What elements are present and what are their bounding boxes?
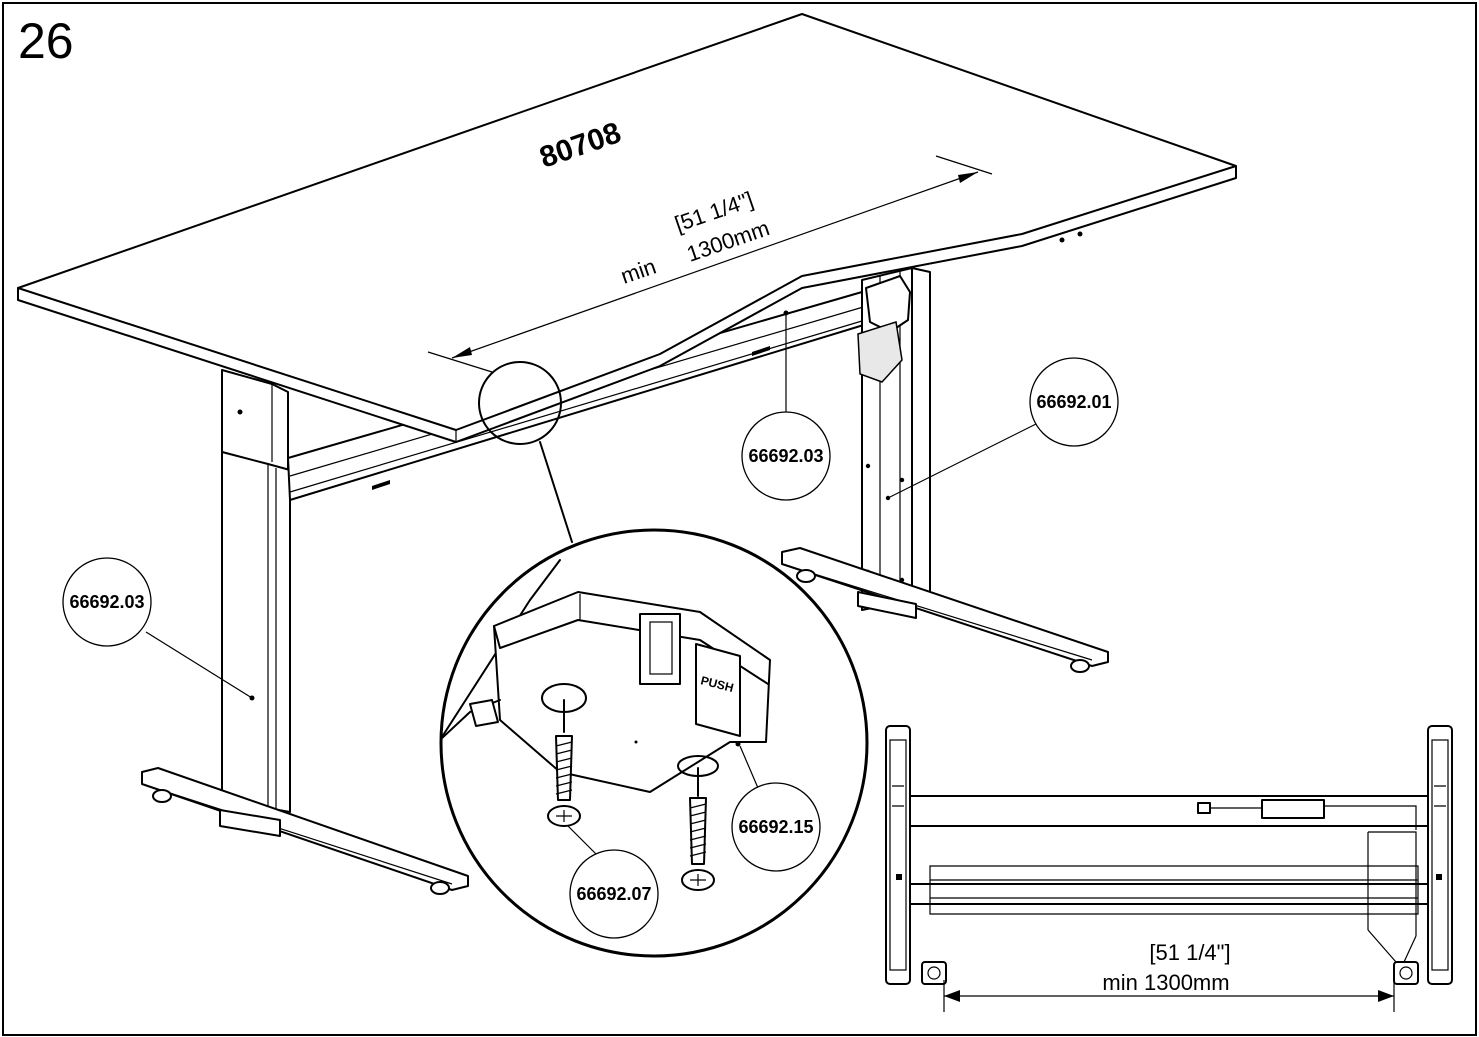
detail-marker: [478, 361, 562, 445]
callout-leg-right-text: 66692.01: [1036, 392, 1111, 412]
right-leg: [781, 267, 1109, 673]
underside-view: [51 1/4"] min 1300mm: [885, 725, 1453, 1012]
callout-leg-left: 66692.03: [62, 557, 255, 701]
tabletop: 80708: [17, 13, 1237, 443]
callout-leg-left-text: 66692.03: [69, 592, 144, 612]
callout-crossbar: 66692.03: [741, 314, 831, 501]
callout-screw: 66692.07: [567, 825, 659, 939]
bottom-dim-metric: min 1300mm: [1102, 970, 1229, 995]
detail-leader: [539, 441, 573, 543]
bottom-dim-imperial: [51 1/4"]: [1149, 940, 1230, 965]
callout-control-box: 66692.15: [731, 741, 821, 872]
step-number: 26: [18, 13, 74, 69]
callout-leg-right: 66692.01: [887, 357, 1119, 499]
callout-screw-text: 66692.07: [576, 884, 651, 904]
left-leg: [141, 369, 469, 895]
callout-control-box-text: 66692.15: [738, 817, 813, 837]
callout-crossbar-text: 66692.03: [748, 446, 823, 466]
